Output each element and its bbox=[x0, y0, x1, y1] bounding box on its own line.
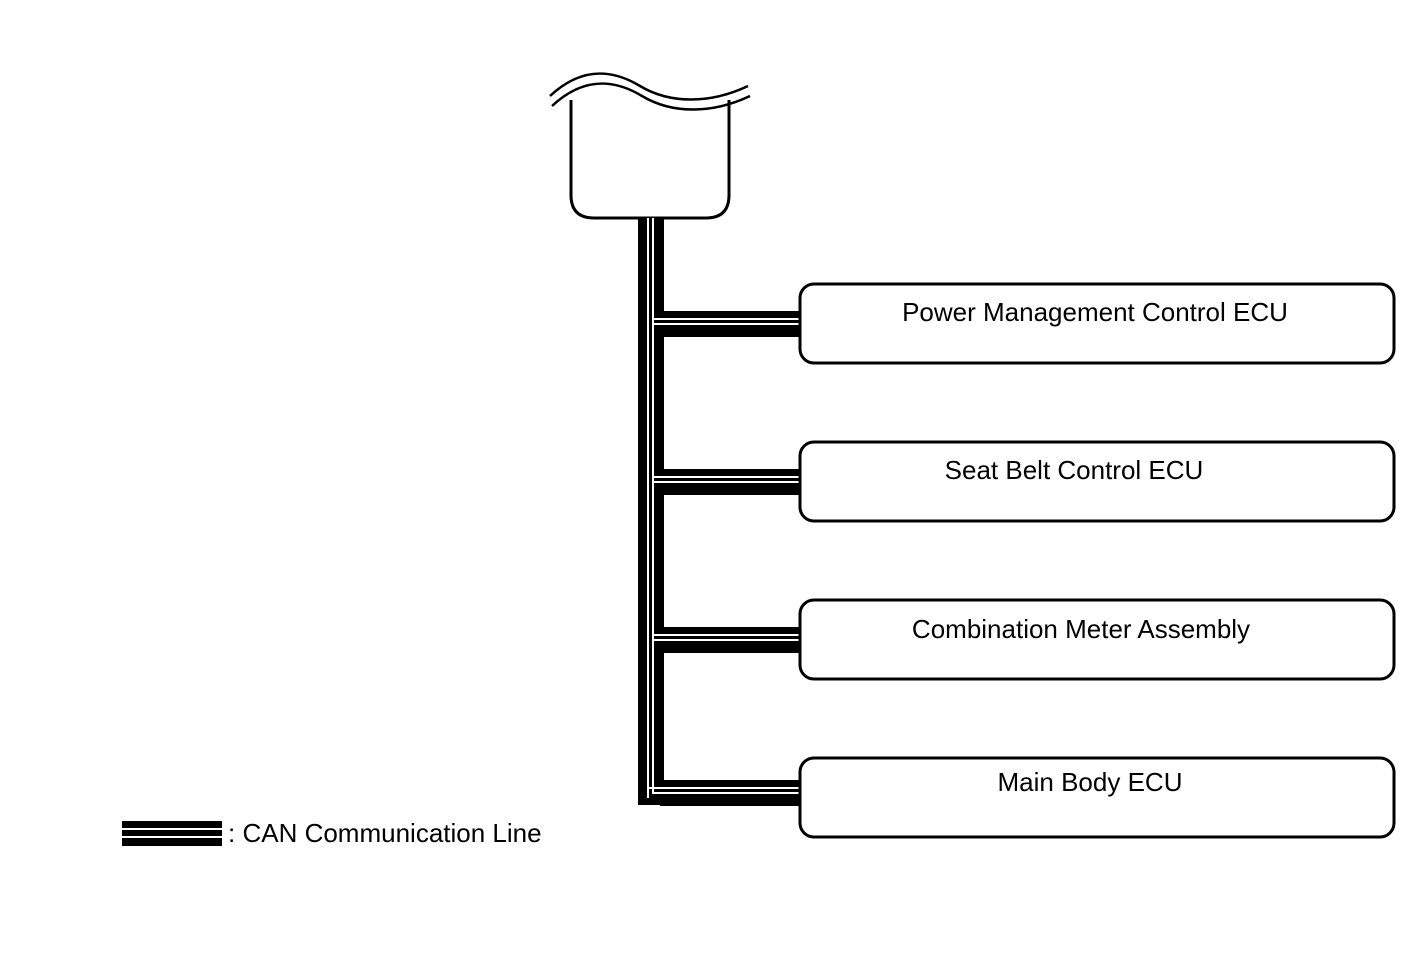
ecu-seat-belt: Seat Belt Control ECU bbox=[798, 440, 1396, 523]
ecu-label: Power Management Control ECU bbox=[902, 297, 1288, 327]
legend-label: : CAN Communication Line bbox=[228, 818, 542, 848]
ecu-label: Combination Meter Assembly bbox=[912, 614, 1250, 644]
continuation-connector bbox=[549, 72, 751, 220]
can-branch-1 bbox=[652, 311, 800, 337]
can-branch-2 bbox=[652, 469, 800, 495]
ecu-label: Seat Belt Control ECU bbox=[945, 455, 1204, 485]
ecu-main-body: Main Body ECU bbox=[798, 756, 1396, 839]
ecu-label: Main Body ECU bbox=[998, 767, 1183, 797]
legend-can-line-swatch bbox=[122, 821, 222, 846]
can-branch-4 bbox=[647, 780, 800, 806]
legend: : CAN Communication Line bbox=[122, 818, 542, 848]
ecu-combination-meter: Combination Meter Assembly bbox=[798, 598, 1396, 681]
can-branch-3 bbox=[652, 627, 800, 653]
ecu-power-management: Power Management Control ECU bbox=[798, 282, 1396, 365]
can-trunk bbox=[638, 218, 664, 805]
